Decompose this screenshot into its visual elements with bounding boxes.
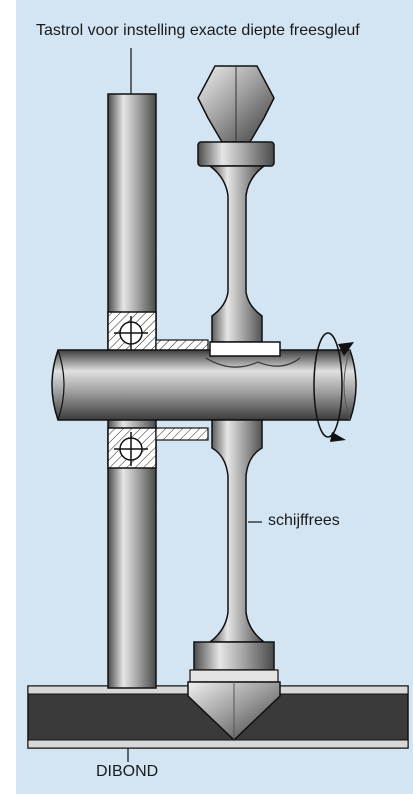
horizontal-shaft [51, 341, 357, 421]
upper-bearing [107, 311, 209, 353]
tastrol-label: Tastrol voor instelling exacte diepte fr… [36, 22, 360, 39]
rotation-arrow [313, 332, 354, 442]
upper-cutter [197, 65, 275, 343]
dibond-label: DIBOND [96, 763, 159, 780]
schijffrees-label: schijffrees [268, 512, 340, 529]
lower-bearing [107, 427, 209, 469]
lower-cutter [187, 419, 281, 742]
